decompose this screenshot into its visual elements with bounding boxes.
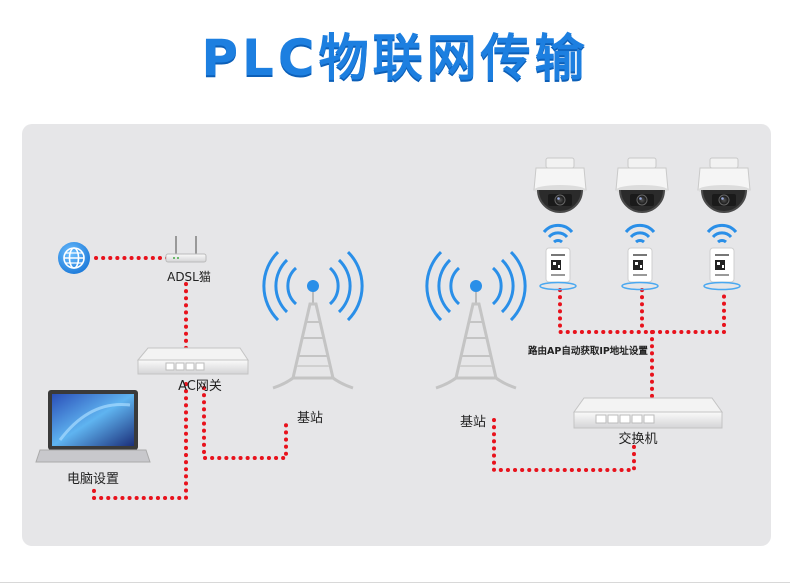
wireless-bridge-icon [620,223,660,291]
globe-icon [58,242,90,274]
dome-camera-icon [533,157,587,213]
bottom-divider [0,582,790,583]
router-icon [165,236,207,263]
connection-lines [92,256,726,500]
page-title: PLC物联网传输 [201,29,589,87]
dome-camera-icon [615,157,669,213]
link-cam-bus [558,288,726,334]
ac-gateway-label: AC网关 [178,379,222,394]
wireless-bridge-icon [702,223,742,291]
base-station-right-label: 基站 [460,415,486,430]
link-ac-computer [92,382,188,500]
link-tower-switch [492,418,636,472]
switch-icon [573,397,723,429]
laptop-icon [35,390,151,463]
base-station-left-label: 基站 [297,411,323,426]
switch-label: 交换机 [618,431,657,447]
router-note-label: 路由AP自动获取IP地址设置 [528,345,648,357]
antenna-tower-icon [425,250,527,390]
computer-label: 电脑设置 [67,472,119,487]
link-ac-tower [202,386,288,460]
wireless-bridge-icon [538,223,578,291]
gateway-icon [136,347,249,375]
dome-camera-icon [697,157,751,213]
adsl-label: ADSL猫 [167,270,211,284]
antenna-tower-icon [262,250,364,390]
